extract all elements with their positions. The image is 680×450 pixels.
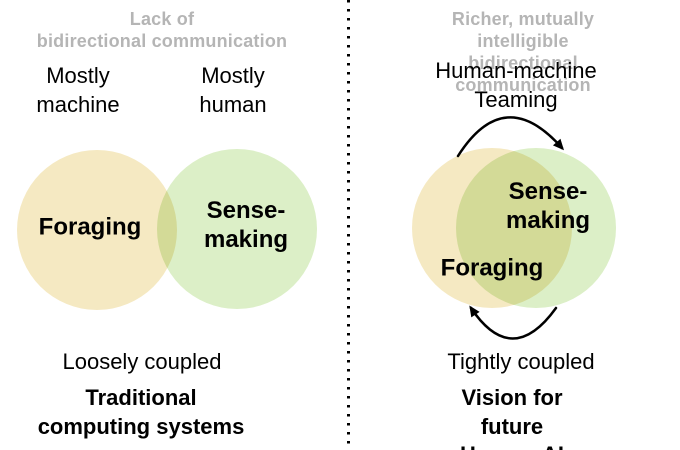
- left-caption: Traditional computing systems: [37, 385, 245, 439]
- right-foraging-label: Foraging: [440, 254, 544, 282]
- cycle-arrow-top-curve: [456, 116, 564, 158]
- mostly-human-label: Mostly human: [199, 63, 267, 117]
- mostly-machine-label: Mostly machine: [36, 63, 120, 117]
- right-sensemaking-label: Sense- making: [505, 178, 591, 234]
- left-header: Lack of bidirectional communication: [36, 9, 288, 51]
- divider-dotted-line: [347, 0, 350, 450]
- right-header: Richer, mutually intelligible bidirectio…: [451, 9, 595, 95]
- right-sensemaking-circle: [456, 148, 616, 308]
- loosely-coupled-label: Loosely coupled: [62, 349, 222, 374]
- left-foraging-label: Foraging: [38, 213, 142, 241]
- cycle-arrow-bottom-icon: [469, 305, 558, 340]
- left-sensemaking-label: Sense- making: [203, 197, 289, 253]
- cycle-arrow-bottom-curve: [469, 305, 558, 340]
- left-foraging-circle: [17, 150, 177, 310]
- human-machine-teaming-label: Human-machine Teaming: [435, 58, 597, 112]
- tightly-coupled-label: Tightly coupled: [447, 349, 595, 374]
- right-caption: Vision for future Human-AI systems: [460, 385, 564, 450]
- cycle-arrow-top-icon: [456, 116, 564, 158]
- left-sensemaking-circle: [157, 149, 317, 309]
